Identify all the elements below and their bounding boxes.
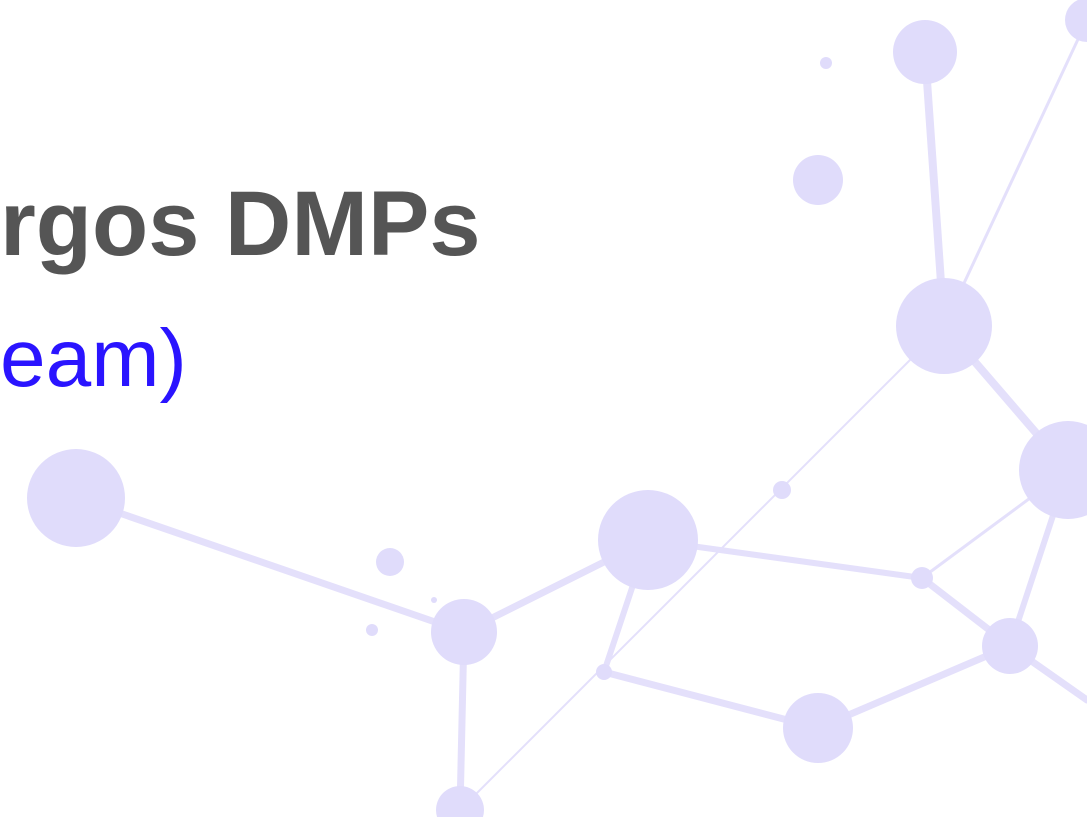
slide-title: rgos DMPs [0, 173, 481, 275]
slide-subtitle: eam) [0, 313, 187, 404]
